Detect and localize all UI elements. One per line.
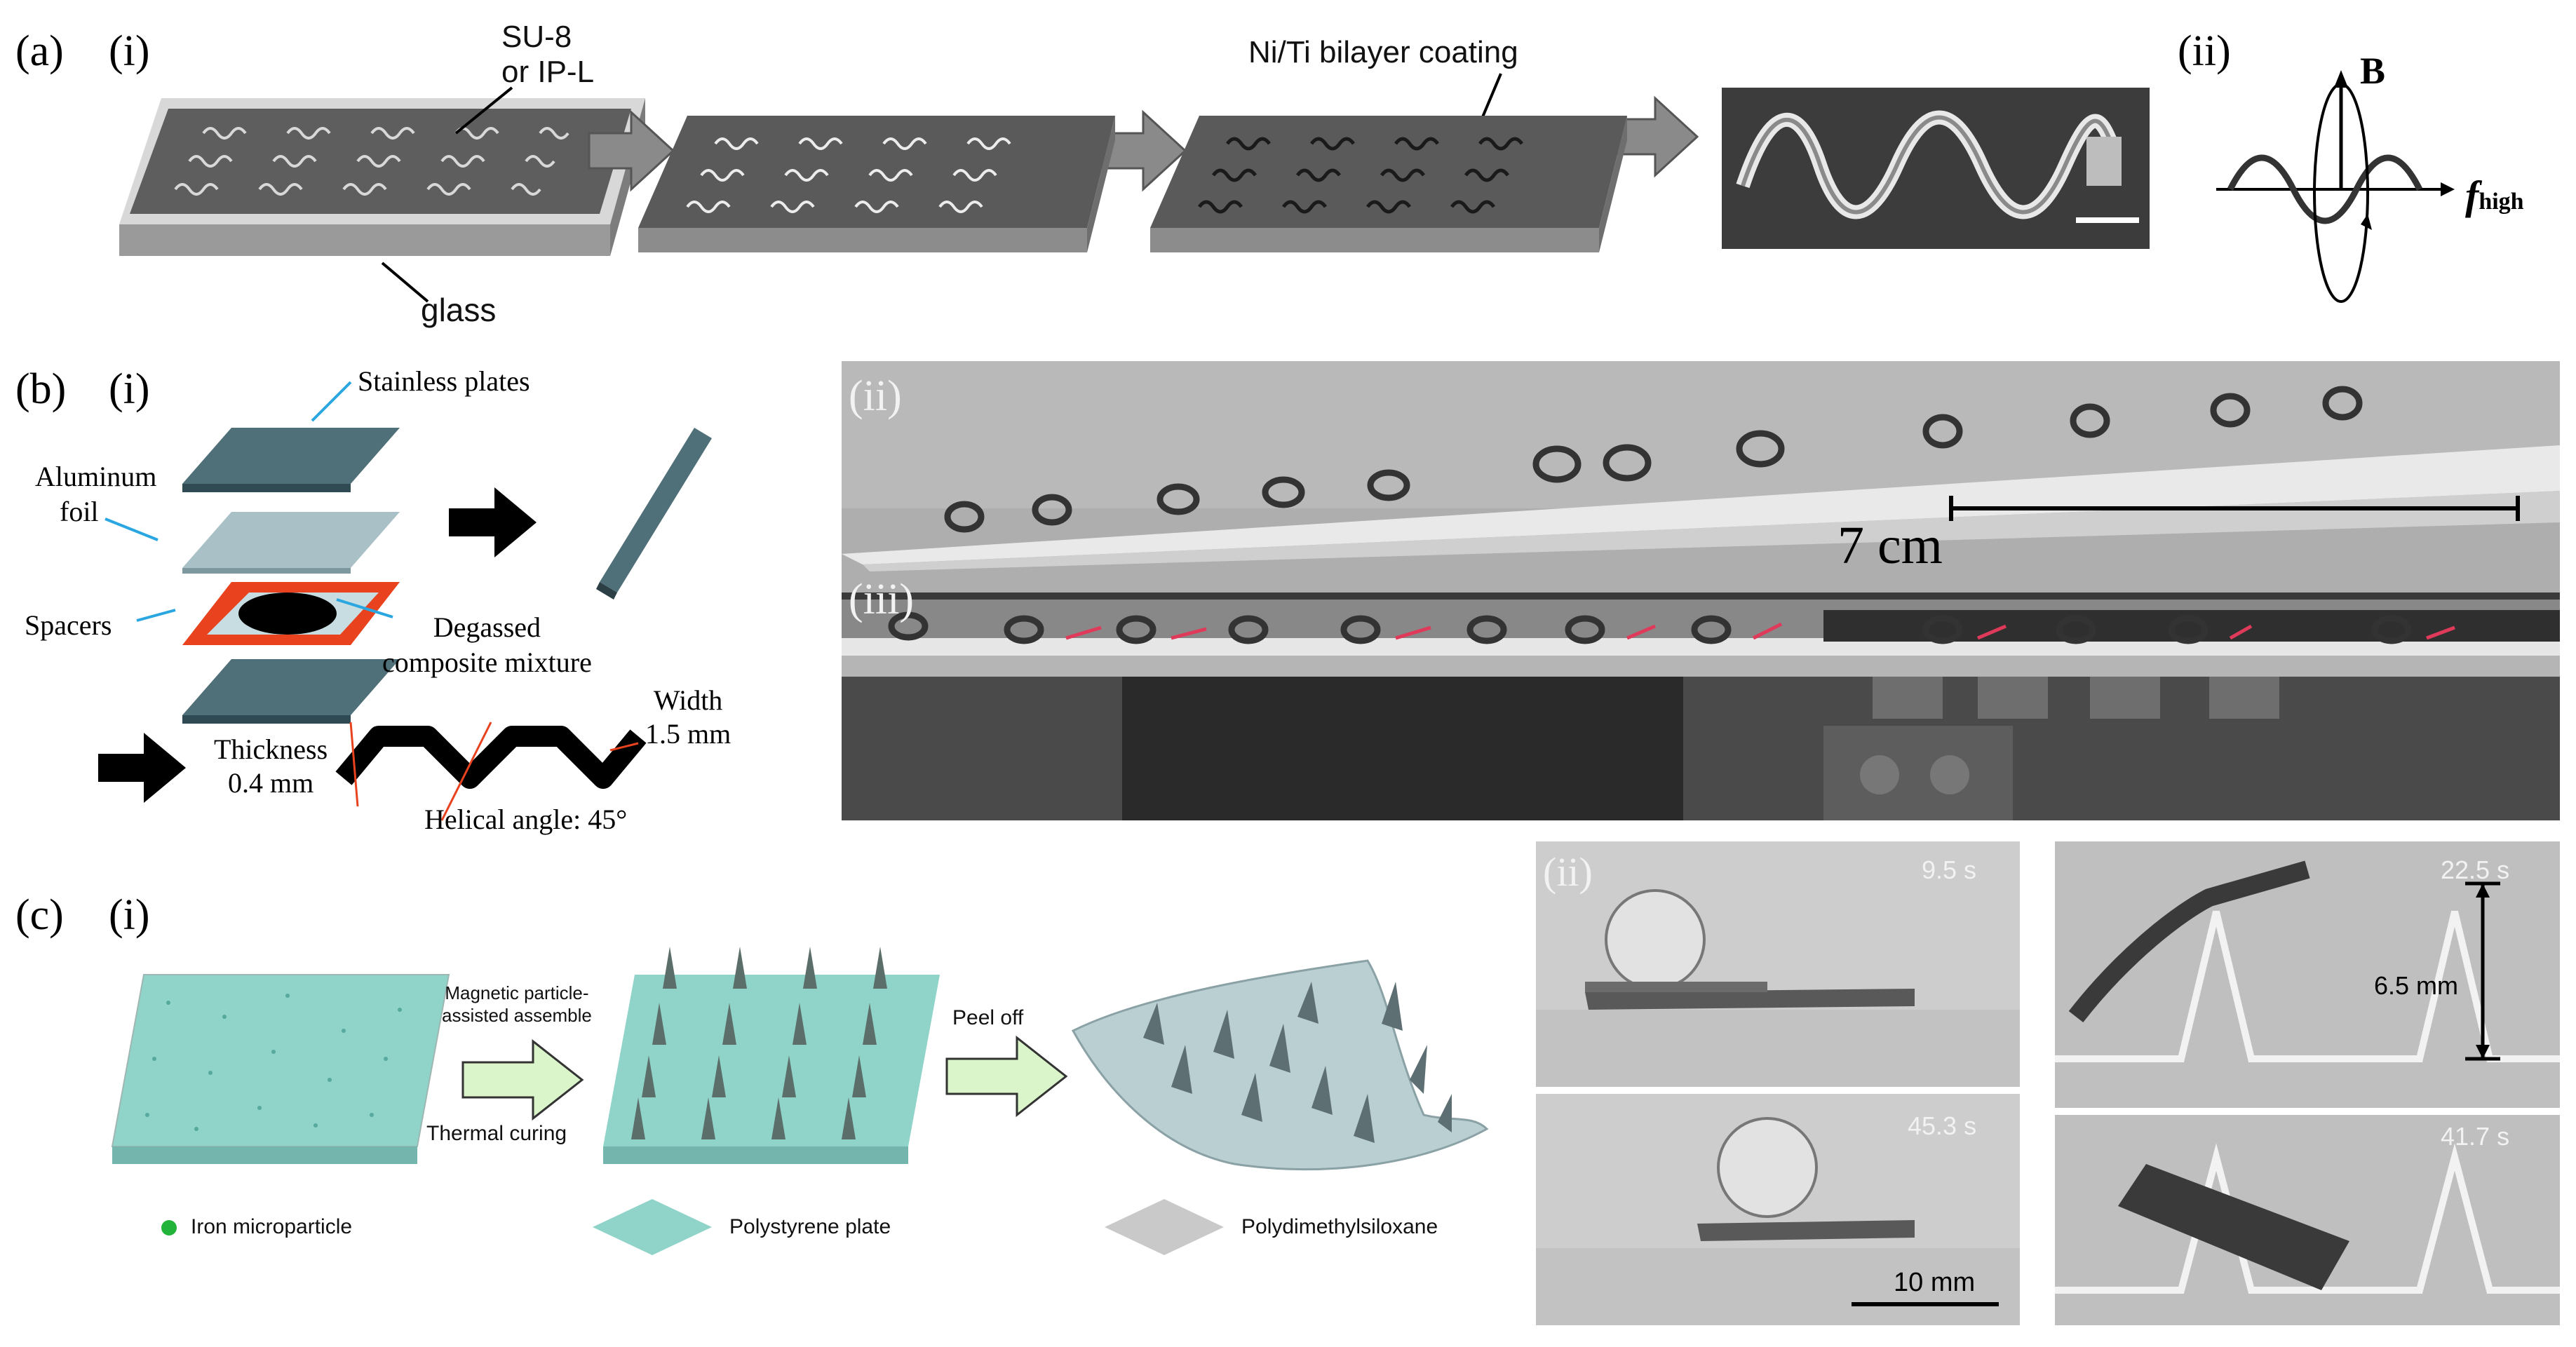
sem-scale-bar	[2076, 217, 2139, 223]
su8-line1: SU-8	[501, 20, 572, 54]
panel-a-ii-label: (ii)	[2178, 27, 2231, 75]
degassed-line1: Degassed	[433, 611, 541, 643]
spacers-label: Spacers	[25, 609, 112, 641]
thermal-curing-label: Thermal curing	[426, 1122, 567, 1145]
panel-b-label: (b)	[15, 365, 67, 413]
black-arrow-1	[449, 487, 537, 557]
iron-composite-film	[111, 974, 450, 1164]
a-arrow-1	[588, 109, 675, 192]
polystyrene-legend-label: Polystyrene plate	[729, 1215, 891, 1238]
su8-label: SU-8 or IP-L	[501, 20, 594, 90]
panel-b-iii-label: (iii)	[849, 576, 914, 623]
rotating-field-diagram	[2216, 70, 2455, 303]
su8-leader-line	[454, 86, 513, 135]
panel-a-i-label: (i)	[109, 27, 150, 75]
mold-stack-diagram	[182, 428, 400, 724]
degassed-label: Degassed composite mixture	[382, 610, 592, 680]
iron-legend-label: Iron microparticle	[191, 1215, 353, 1238]
glass-leader-line	[381, 262, 429, 303]
magnetic-assembly-label: Magnetic particle- assisted assemble	[442, 982, 592, 1027]
roll-photo-1	[1536, 841, 2020, 1087]
green-arrow-2	[945, 1035, 1068, 1118]
freq-high-label: fhigh	[2465, 172, 2524, 219]
width-label: Width 1.5 mm	[645, 684, 731, 751]
scale-7cm-label: 7 cm	[1837, 516, 1943, 575]
thickness-label: Thickness 0.4 mm	[214, 733, 328, 800]
panel-c-i-label: (i)	[109, 891, 150, 939]
pdms-legend-label: Polydimethylsiloxane	[1241, 1215, 1438, 1238]
time-41-7s: 41.7 s	[2441, 1122, 2510, 1151]
time-45-3s: 45.3 s	[1908, 1111, 1977, 1140]
scale-10mm-label: 10 mm	[1894, 1268, 1976, 1297]
cured-strip	[596, 428, 712, 600]
field-b-label: B	[2360, 50, 2386, 92]
peeled-pdms-film	[1071, 959, 1489, 1171]
aluminum-line2: foil	[60, 496, 99, 527]
sem-helix-image	[1722, 88, 2150, 249]
panel-c-ii-label: (ii)	[1543, 849, 1593, 895]
climb-photo-1	[2055, 841, 2560, 1108]
ni-ti-coating-label: Ni/Ti bilayer coating	[1248, 35, 1518, 69]
roll-photo-2	[1536, 1094, 2020, 1325]
peel-off-label: Peel off	[952, 1006, 1024, 1029]
panel-b-i-label: (i)	[109, 365, 150, 413]
width-line2: 1.5 mm	[645, 718, 731, 750]
thickness-line2: 0.4 mm	[227, 767, 314, 799]
pdms-legend-swatch	[1105, 1199, 1224, 1255]
polystyrene-spike-array	[603, 947, 940, 1164]
panel-c-label: (c)	[15, 891, 64, 939]
helical-ribbon	[335, 722, 647, 821]
freq-f: f	[2465, 172, 2479, 218]
height-6-5mm-label: 6.5 mm	[2374, 971, 2459, 1000]
black-arrow-2	[98, 733, 186, 803]
glass-label: glass	[421, 292, 497, 328]
aluminum-label: Aluminum foil	[35, 459, 156, 529]
helical-angle-label: Helical angle: 45°	[424, 804, 628, 835]
panel-b-ii-label: (ii)	[849, 372, 902, 420]
panel-a-label: (a)	[15, 27, 64, 75]
a-substrate-step2	[638, 116, 1115, 252]
time-9-5s: 9.5 s	[1922, 855, 1977, 884]
su8-line2: or IP-L	[501, 55, 595, 89]
ramp-photo	[842, 361, 2560, 820]
a-substrate-step3	[1150, 116, 1627, 252]
polystyrene-legend-swatch	[593, 1199, 712, 1255]
iron-legend-dot	[161, 1220, 177, 1236]
magnetic-line2: assisted assemble	[442, 1005, 592, 1026]
green-arrow-1	[461, 1038, 584, 1121]
thickness-line1: Thickness	[214, 733, 328, 765]
magnetic-line1: Magnetic particle-	[445, 982, 589, 1003]
time-22-5s: 22.5 s	[2441, 855, 2510, 884]
a-substrate-step1	[119, 98, 645, 256]
width-line1: Width	[653, 684, 723, 716]
climb-photo-2	[2055, 1115, 2560, 1325]
freq-sub: high	[2479, 189, 2524, 215]
degassed-line2: composite mixture	[382, 647, 592, 678]
b-leader-lines	[104, 381, 393, 622]
scale-bar-7cm	[1949, 496, 2520, 521]
aluminum-line1: Aluminum	[35, 461, 157, 492]
stainless-label: Stainless plates	[358, 365, 530, 397]
